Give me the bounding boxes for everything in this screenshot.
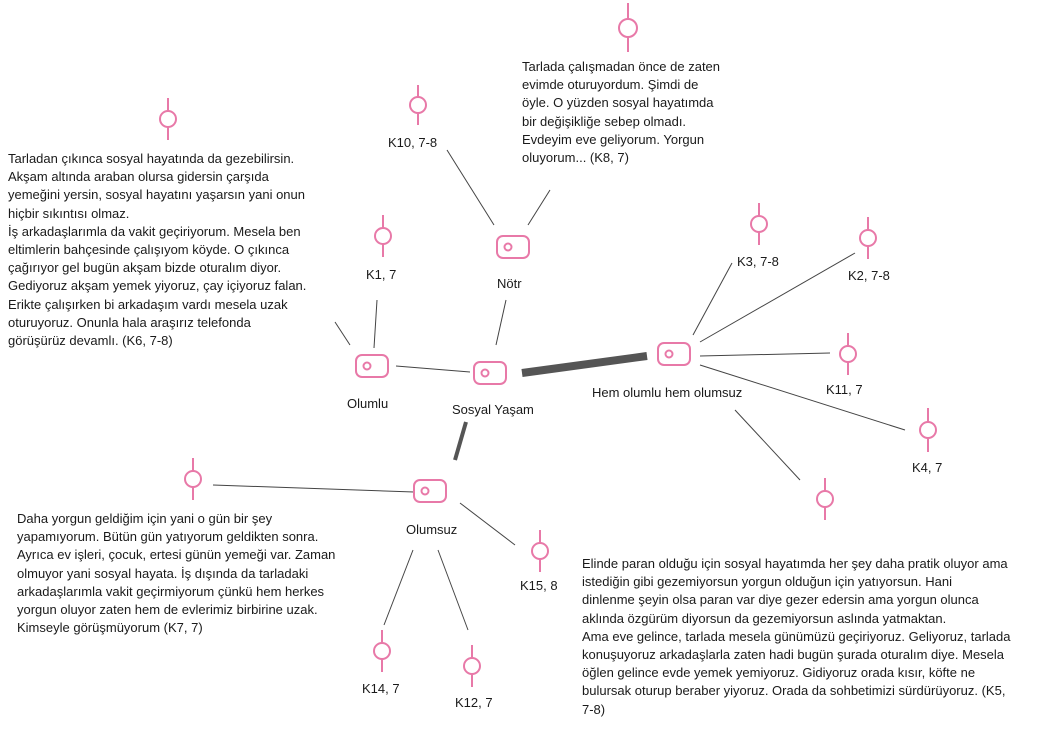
k10-participant-label: K10, 7-8 <box>388 135 438 150</box>
line-hem-k3 <box>692 262 733 336</box>
line-olumsuz-k7 <box>212 484 415 493</box>
k5-quote-icon <box>816 478 834 520</box>
k8-quote-text: Tarlada çalışmadan önce de zaten evimde … <box>522 59 721 166</box>
k3-participant-icon <box>750 203 768 245</box>
line-olumsuz-k12 <box>437 549 469 631</box>
k8-quote-icon <box>618 3 638 52</box>
k14-participant-label: K14, 7 <box>362 681 400 696</box>
k4-participant-label: K4, 7 <box>912 460 943 475</box>
line-olumsuz-k14 <box>383 549 414 626</box>
k1-participant-icon <box>374 215 392 257</box>
k6-quote-icon <box>159 98 177 140</box>
k15-participant-label: K15, 8 <box>520 578 558 593</box>
k14-participant-icon <box>373 630 391 672</box>
hem-node-icon <box>657 342 691 366</box>
k15-participant-icon <box>531 530 549 572</box>
sosyal-node-icon <box>473 361 507 385</box>
sosyal-node-label: Sosyal Yaşam <box>452 402 534 417</box>
thick-line-sosyal-olumsuz <box>453 421 468 461</box>
line-hem-k11 <box>699 352 831 357</box>
k2-participant-icon <box>859 217 877 259</box>
k11-participant-label: K11, 7 <box>826 382 863 397</box>
k7-quote-text: Daha yorgun geldiğim için yani o gün bir… <box>17 511 336 636</box>
line-hem-k5 <box>734 409 801 481</box>
k10-participant-icon <box>409 85 427 125</box>
line-notr-sosyal <box>495 299 507 346</box>
line-olumlu-sosyal <box>395 365 471 373</box>
k12-participant-icon <box>463 645 481 687</box>
hem-node-label: Hem olumlu hem olumsuz <box>592 385 743 400</box>
k3-participant-label: K3, 7-8 <box>737 254 779 269</box>
k12-participant-label: K12, 7 <box>455 695 493 710</box>
k7-quote-icon <box>184 458 202 500</box>
connector-lines <box>212 149 906 631</box>
line-olumsuz-k15 <box>459 502 516 546</box>
olumlu-node-icon <box>355 354 389 378</box>
k11-participant-icon <box>839 333 857 375</box>
line-olumlu-k1 <box>373 299 378 349</box>
line-notr-k10 <box>446 149 495 226</box>
k4-participant-icon <box>919 408 937 452</box>
olumsuz-node-label: Olumsuz <box>406 522 458 537</box>
line-notr-k8 <box>527 189 551 226</box>
k6-quote-text: Tarladan çıkınca sosyal hayatında da gez… <box>8 151 307 349</box>
k5-quote-text: Elinde paran olduğu için sosyal hayatımd… <box>582 556 1011 717</box>
notr-node-label: Nötr <box>497 276 522 291</box>
thick-line-sosyal-hem <box>521 352 648 377</box>
k1-participant-label: K1, 7 <box>366 267 397 282</box>
line-hem-k2 <box>699 252 856 343</box>
notr-node-icon <box>496 235 530 259</box>
olumlu-node-label: Olumlu <box>347 396 389 411</box>
line-olumlu-k6 <box>334 321 351 346</box>
line-hem-k4 <box>699 364 906 431</box>
olumsuz-node-icon <box>413 479 447 503</box>
k2-participant-label: K2, 7-8 <box>848 268 890 283</box>
